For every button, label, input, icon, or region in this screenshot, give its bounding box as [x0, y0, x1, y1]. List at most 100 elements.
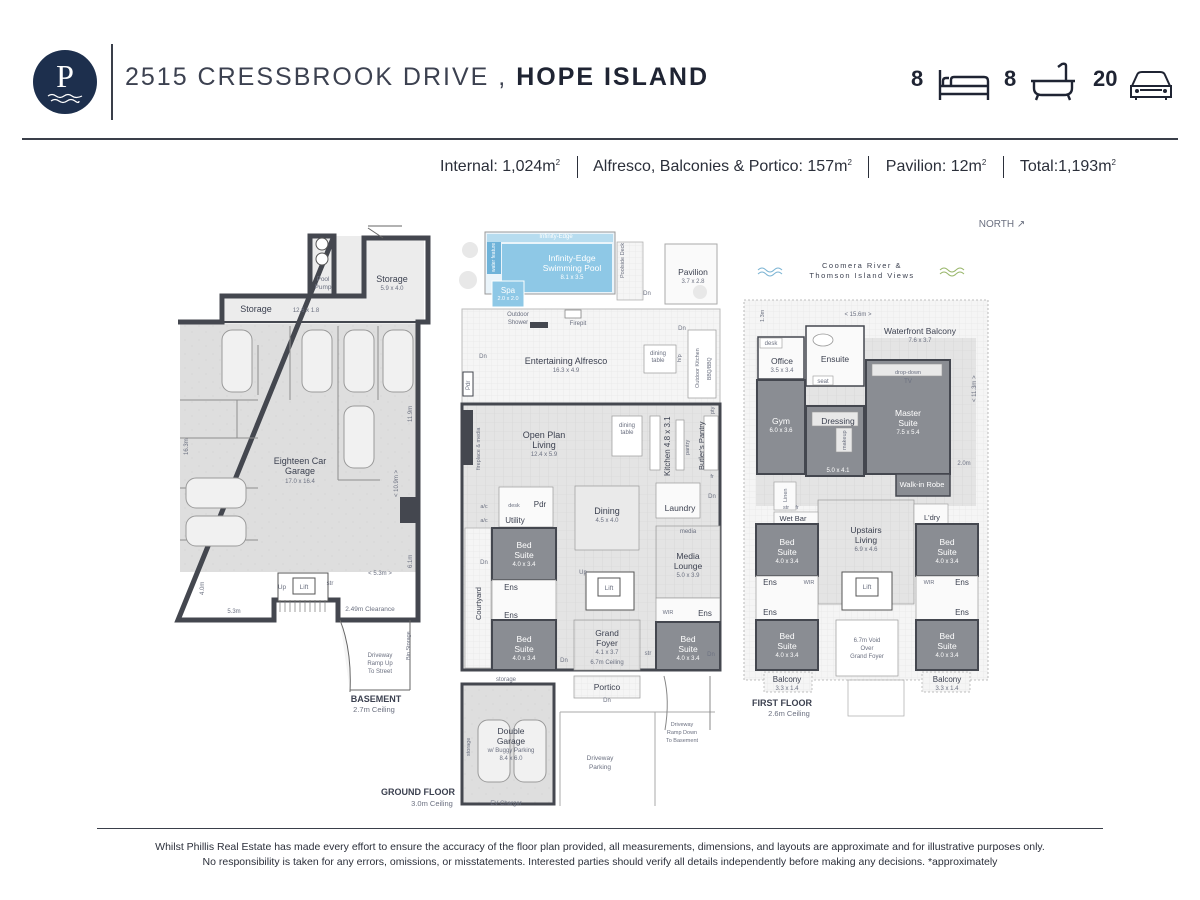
- water-wave-icon: [939, 267, 965, 277]
- bathroom-count: 8: [1004, 66, 1017, 91]
- svg-text:Ramp Up: Ramp Up: [367, 661, 393, 667]
- svg-text:Dn: Dn: [678, 326, 686, 332]
- gym-label: Gym: [772, 416, 790, 426]
- svg-text:To Street: To Street: [368, 669, 392, 675]
- svg-text:4.0m: 4.0m: [200, 582, 206, 595]
- svg-text:5.3m: 5.3m: [227, 609, 240, 615]
- svg-text:4.5 x 4.0: 4.5 x 4.0: [595, 518, 619, 524]
- svg-text:makeup: makeup: [842, 430, 848, 450]
- svg-text:Parking: Parking: [589, 764, 611, 771]
- svg-text:1.3m: 1.3m: [760, 309, 766, 322]
- svg-text:table: table: [651, 358, 665, 364]
- basement-title: BASEMENT: [351, 694, 402, 704]
- svg-text:Swimming Pool: Swimming Pool: [543, 263, 602, 273]
- first-bed-suite-2: Bed: [939, 537, 954, 547]
- svg-text:fr: fr: [710, 474, 714, 480]
- svg-text:Linen: Linen: [783, 489, 789, 502]
- address-suburb: HOPE ISLAND: [516, 63, 710, 91]
- basement-storage-label: Storage: [376, 274, 408, 284]
- kitchen-label: Kitchen 4.8 x 3.1: [663, 416, 672, 476]
- first-bed-suite-1: Bed: [779, 537, 794, 547]
- svg-text:Dn: Dn: [560, 658, 568, 664]
- svg-text:Grand Foyer: Grand Foyer: [850, 654, 884, 660]
- disclaimer-line-2: No responsibility is taken for any error…: [202, 856, 998, 868]
- svg-text:8.4 x 6.0: 8.4 x 6.0: [499, 756, 523, 762]
- car-count: 20: [1093, 66, 1118, 91]
- svg-text:WIR: WIR: [924, 580, 935, 586]
- svg-text:2.0 x 2.0: 2.0 x 2.0: [497, 296, 518, 302]
- first-floor-title: FIRST FLOOR: [752, 698, 812, 708]
- ensuite-label: Ensuite: [821, 354, 850, 364]
- svg-text:4.0 x 3.4: 4.0 x 3.4: [775, 653, 799, 659]
- svg-text:16.3m: 16.3m: [184, 438, 190, 455]
- ground-bed-suite-1: Bed: [516, 540, 531, 550]
- ground-bed-suite-2: Bed: [516, 634, 531, 644]
- ground-floor-title: GROUND FLOOR: [381, 787, 455, 797]
- svg-text:Shower: Shower: [508, 320, 528, 326]
- dining-label: Dining: [594, 506, 620, 516]
- svg-text:Pump: Pump: [315, 284, 332, 291]
- logo-wave-icon: [47, 93, 83, 104]
- svg-text:7.6 x 3.7: 7.6 x 3.7: [908, 338, 932, 344]
- svg-text:Driveway: Driveway: [368, 653, 393, 659]
- svg-text:4.0 x 3.4: 4.0 x 3.4: [775, 559, 799, 565]
- svg-text:storage: storage: [496, 677, 517, 683]
- svg-text:3.5 x 3.4: 3.5 x 3.4: [770, 368, 794, 374]
- waterfront-balcony-label: Waterfront Balcony: [884, 326, 957, 336]
- svg-text:5.0 x 4.1: 5.0 x 4.1: [826, 468, 850, 474]
- area-separator: [576, 156, 578, 178]
- laundry-label: Laundry: [665, 503, 696, 513]
- powder-room-label: Pdr: [534, 500, 547, 509]
- bed-icon: [938, 70, 990, 100]
- svg-text:< 11.3m >: < 11.3m >: [972, 375, 978, 402]
- svg-text:h/p: h/p: [677, 354, 683, 362]
- svg-text:4.0 x 3.4: 4.0 x 3.4: [512, 562, 536, 568]
- bath-icon: [1031, 62, 1075, 101]
- basement-plan: [174, 225, 431, 693]
- svg-text:Firepit: Firepit: [570, 321, 587, 327]
- area-separator: [1002, 156, 1004, 178]
- svg-text:Up: Up: [579, 570, 587, 576]
- svg-text:water feature: water feature: [491, 243, 497, 272]
- svg-text:fireplace & media: fireplace & media: [476, 427, 482, 470]
- svg-text:str: str: [327, 581, 334, 587]
- svg-text:Dn: Dn: [603, 698, 611, 704]
- svg-text:Foyer: Foyer: [596, 638, 618, 648]
- svg-text:2.0m: 2.0m: [957, 461, 970, 467]
- svg-text:4.0 x 3.4: 4.0 x 3.4: [935, 559, 959, 565]
- double-garage-label: Double: [498, 726, 525, 736]
- svg-text:Suite: Suite: [678, 644, 698, 654]
- svg-text:8.1 x 3.5: 8.1 x 3.5: [560, 275, 584, 281]
- media-lounge-label: Media: [676, 551, 699, 561]
- svg-text:Outdoor: Outdoor: [507, 312, 529, 318]
- svg-text:Dn: Dn: [707, 652, 715, 658]
- svg-text:12.4 x 5.9: 12.4 x 5.9: [531, 452, 558, 458]
- svg-text:4.1 x 3.7: 4.1 x 3.7: [595, 650, 619, 656]
- svg-text:drop-down: drop-down: [895, 370, 921, 376]
- butlers-pantry-label: Butler's Pantry: [697, 421, 706, 470]
- svg-text:EV Charger: EV Charger: [490, 801, 521, 807]
- svg-text:5.9 x 4.0: 5.9 x 4.0: [380, 286, 404, 292]
- header-divider: [111, 44, 113, 120]
- svg-text:storage: storage: [466, 738, 472, 756]
- svg-text:dining: dining: [619, 423, 635, 429]
- svg-text:6.0 x 3.6: 6.0 x 3.6: [769, 428, 793, 434]
- svg-text:seat: seat: [817, 379, 829, 385]
- area-separator: [868, 156, 870, 178]
- svg-text:Poolside Deck: Poolside Deck: [620, 243, 626, 278]
- views-label: Coomera River &: [822, 261, 902, 270]
- svg-text:Suite: Suite: [514, 550, 534, 560]
- svg-text:desk: desk: [765, 341, 779, 347]
- svg-text:BBQ/BBQ: BBQ/BBQ: [707, 357, 713, 380]
- svg-text:pantry: pantry: [685, 439, 691, 455]
- courtyard-label: Courtyard: [474, 587, 483, 620]
- svg-text:Dn: Dn: [479, 354, 487, 360]
- svg-text:Dn: Dn: [480, 560, 488, 566]
- master-suite-label: Master: [895, 408, 921, 418]
- svg-text:Ens: Ens: [504, 611, 518, 620]
- first-floor-plan: [743, 299, 989, 717]
- svg-text:3.7 x 2.8: 3.7 x 2.8: [681, 279, 705, 285]
- svg-text:Suite: Suite: [777, 641, 797, 651]
- utility-label: Utility: [505, 516, 525, 525]
